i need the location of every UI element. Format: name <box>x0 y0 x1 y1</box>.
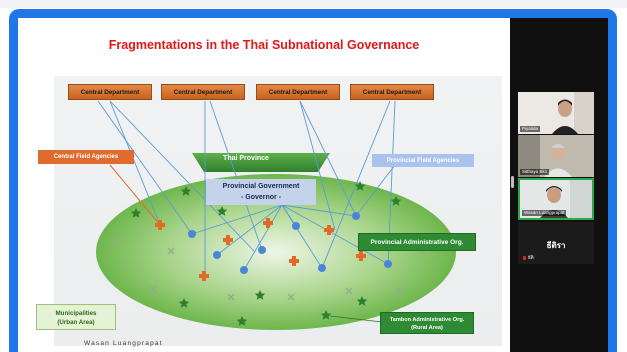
participant-name: Sitthaya Bkn <box>520 169 550 175</box>
participant-tile-thiti[interactable]: ธีติรา ธีติ <box>518 222 594 264</box>
central-department-2: Central Department <box>161 84 245 100</box>
green-star-markers <box>130 181 402 326</box>
tambon-title: Tambon Administrative Org. <box>389 317 465 323</box>
governor-label: - Governor - <box>240 194 282 201</box>
tambon-subtitle: (Rural Area) <box>411 325 443 331</box>
participant-display-name: ธีติรา <box>546 241 566 250</box>
connector-lines <box>97 100 396 277</box>
central-department-3: Central Department <box>256 84 340 100</box>
municipalities-subtitle: (Urban Area) <box>57 319 95 326</box>
tambon-administrative-org-box: Tambon Administrative Org. (Rural Area) <box>380 312 474 334</box>
provincial-government-box: Provincial Government - Governor - <box>206 179 316 205</box>
provincial-government-title: Provincial Government <box>222 183 300 190</box>
slide-author: Wasan Luangprapat <box>84 340 163 347</box>
municipalities-title: Municipalities <box>55 310 97 317</box>
top-strip <box>0 0 627 8</box>
municipalities-box: Municipalities (Urban Area) <box>36 304 116 330</box>
sidebar-resize-handle[interactable] <box>511 176 514 188</box>
province-ellipse <box>96 174 456 330</box>
thai-province-banner <box>192 153 330 172</box>
participant-name: Wasan Luangprapat <box>522 210 567 216</box>
provincial-administrative-org-box: Provincial Administrative Org. <box>358 233 476 251</box>
mic-muted-icon <box>523 255 526 260</box>
participant-video <box>518 135 594 177</box>
participant-name: ธีติ <box>528 255 534 260</box>
participant-name: Piyatida <box>520 126 541 132</box>
central-field-agencies-label: Central Field Agencies <box>38 150 134 164</box>
central-department-1: Central Department <box>68 84 152 100</box>
thai-province-label: Thai Province <box>223 155 269 162</box>
blue-markers <box>188 212 392 274</box>
orange-plus-markers <box>155 218 366 281</box>
participant-tile-piyatida[interactable]: Piyatida <box>518 92 594 134</box>
participant-tile-wasan-active-speaker[interactable]: Wasan Luangprapat <box>518 178 594 220</box>
participant-tile-sitthaya[interactable]: Sitthaya Bkn <box>518 135 594 177</box>
provincial-field-agencies-label: Provincial Field Agencies <box>372 154 474 167</box>
central-department-4: Central Department <box>350 84 434 100</box>
cfa-connector <box>109 164 161 226</box>
participant-name-row: ธีติ <box>523 254 534 261</box>
slide-title: Fragmentations in the Thai Subnational G… <box>108 38 420 52</box>
tao-connector <box>329 315 383 323</box>
